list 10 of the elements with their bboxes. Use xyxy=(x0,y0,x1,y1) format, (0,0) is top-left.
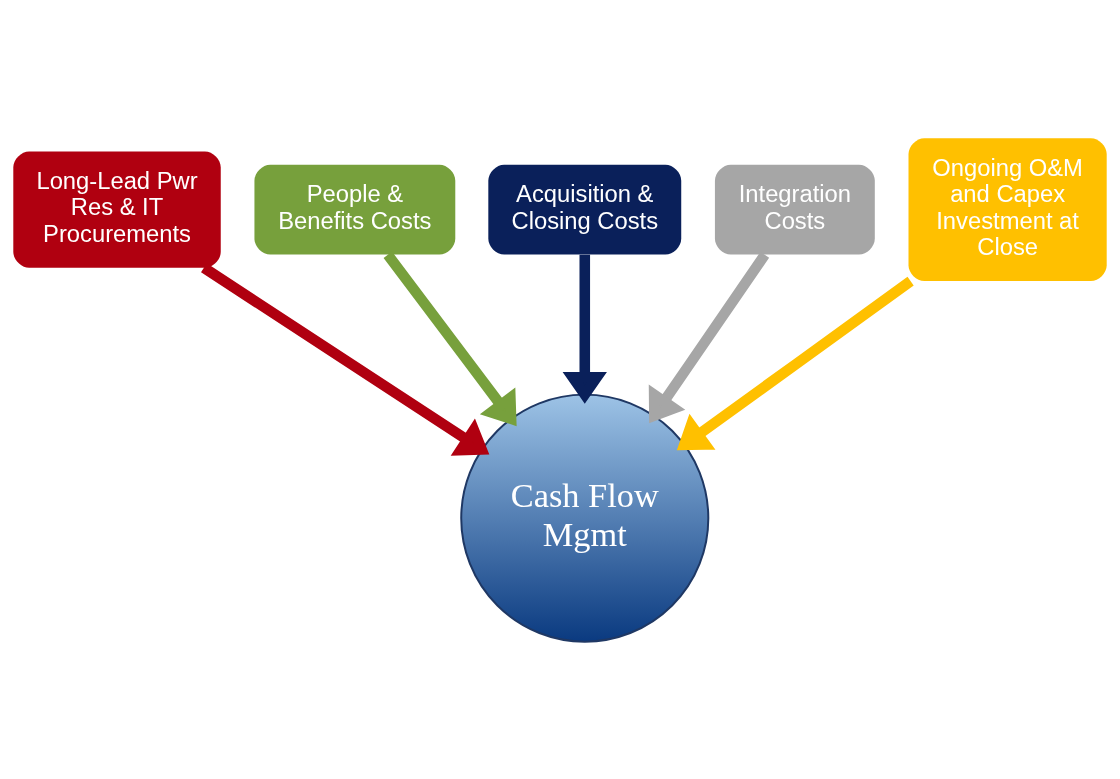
node-box: Integration Costs xyxy=(714,164,875,255)
node-box: Ongoing O&M and Capex Investment at Close xyxy=(908,137,1107,281)
arrow xyxy=(648,251,770,423)
node-box: Acquisition & Closing Costs xyxy=(488,164,682,255)
arrow xyxy=(676,276,914,450)
arrow xyxy=(562,254,607,404)
arrow xyxy=(383,251,517,426)
node-box: Long-Lead Pwr Res & IT Procurements xyxy=(13,151,221,268)
node-circle: Cash Flow Mgmt xyxy=(460,393,710,643)
node-box: People & Benefits Costs xyxy=(254,164,456,255)
